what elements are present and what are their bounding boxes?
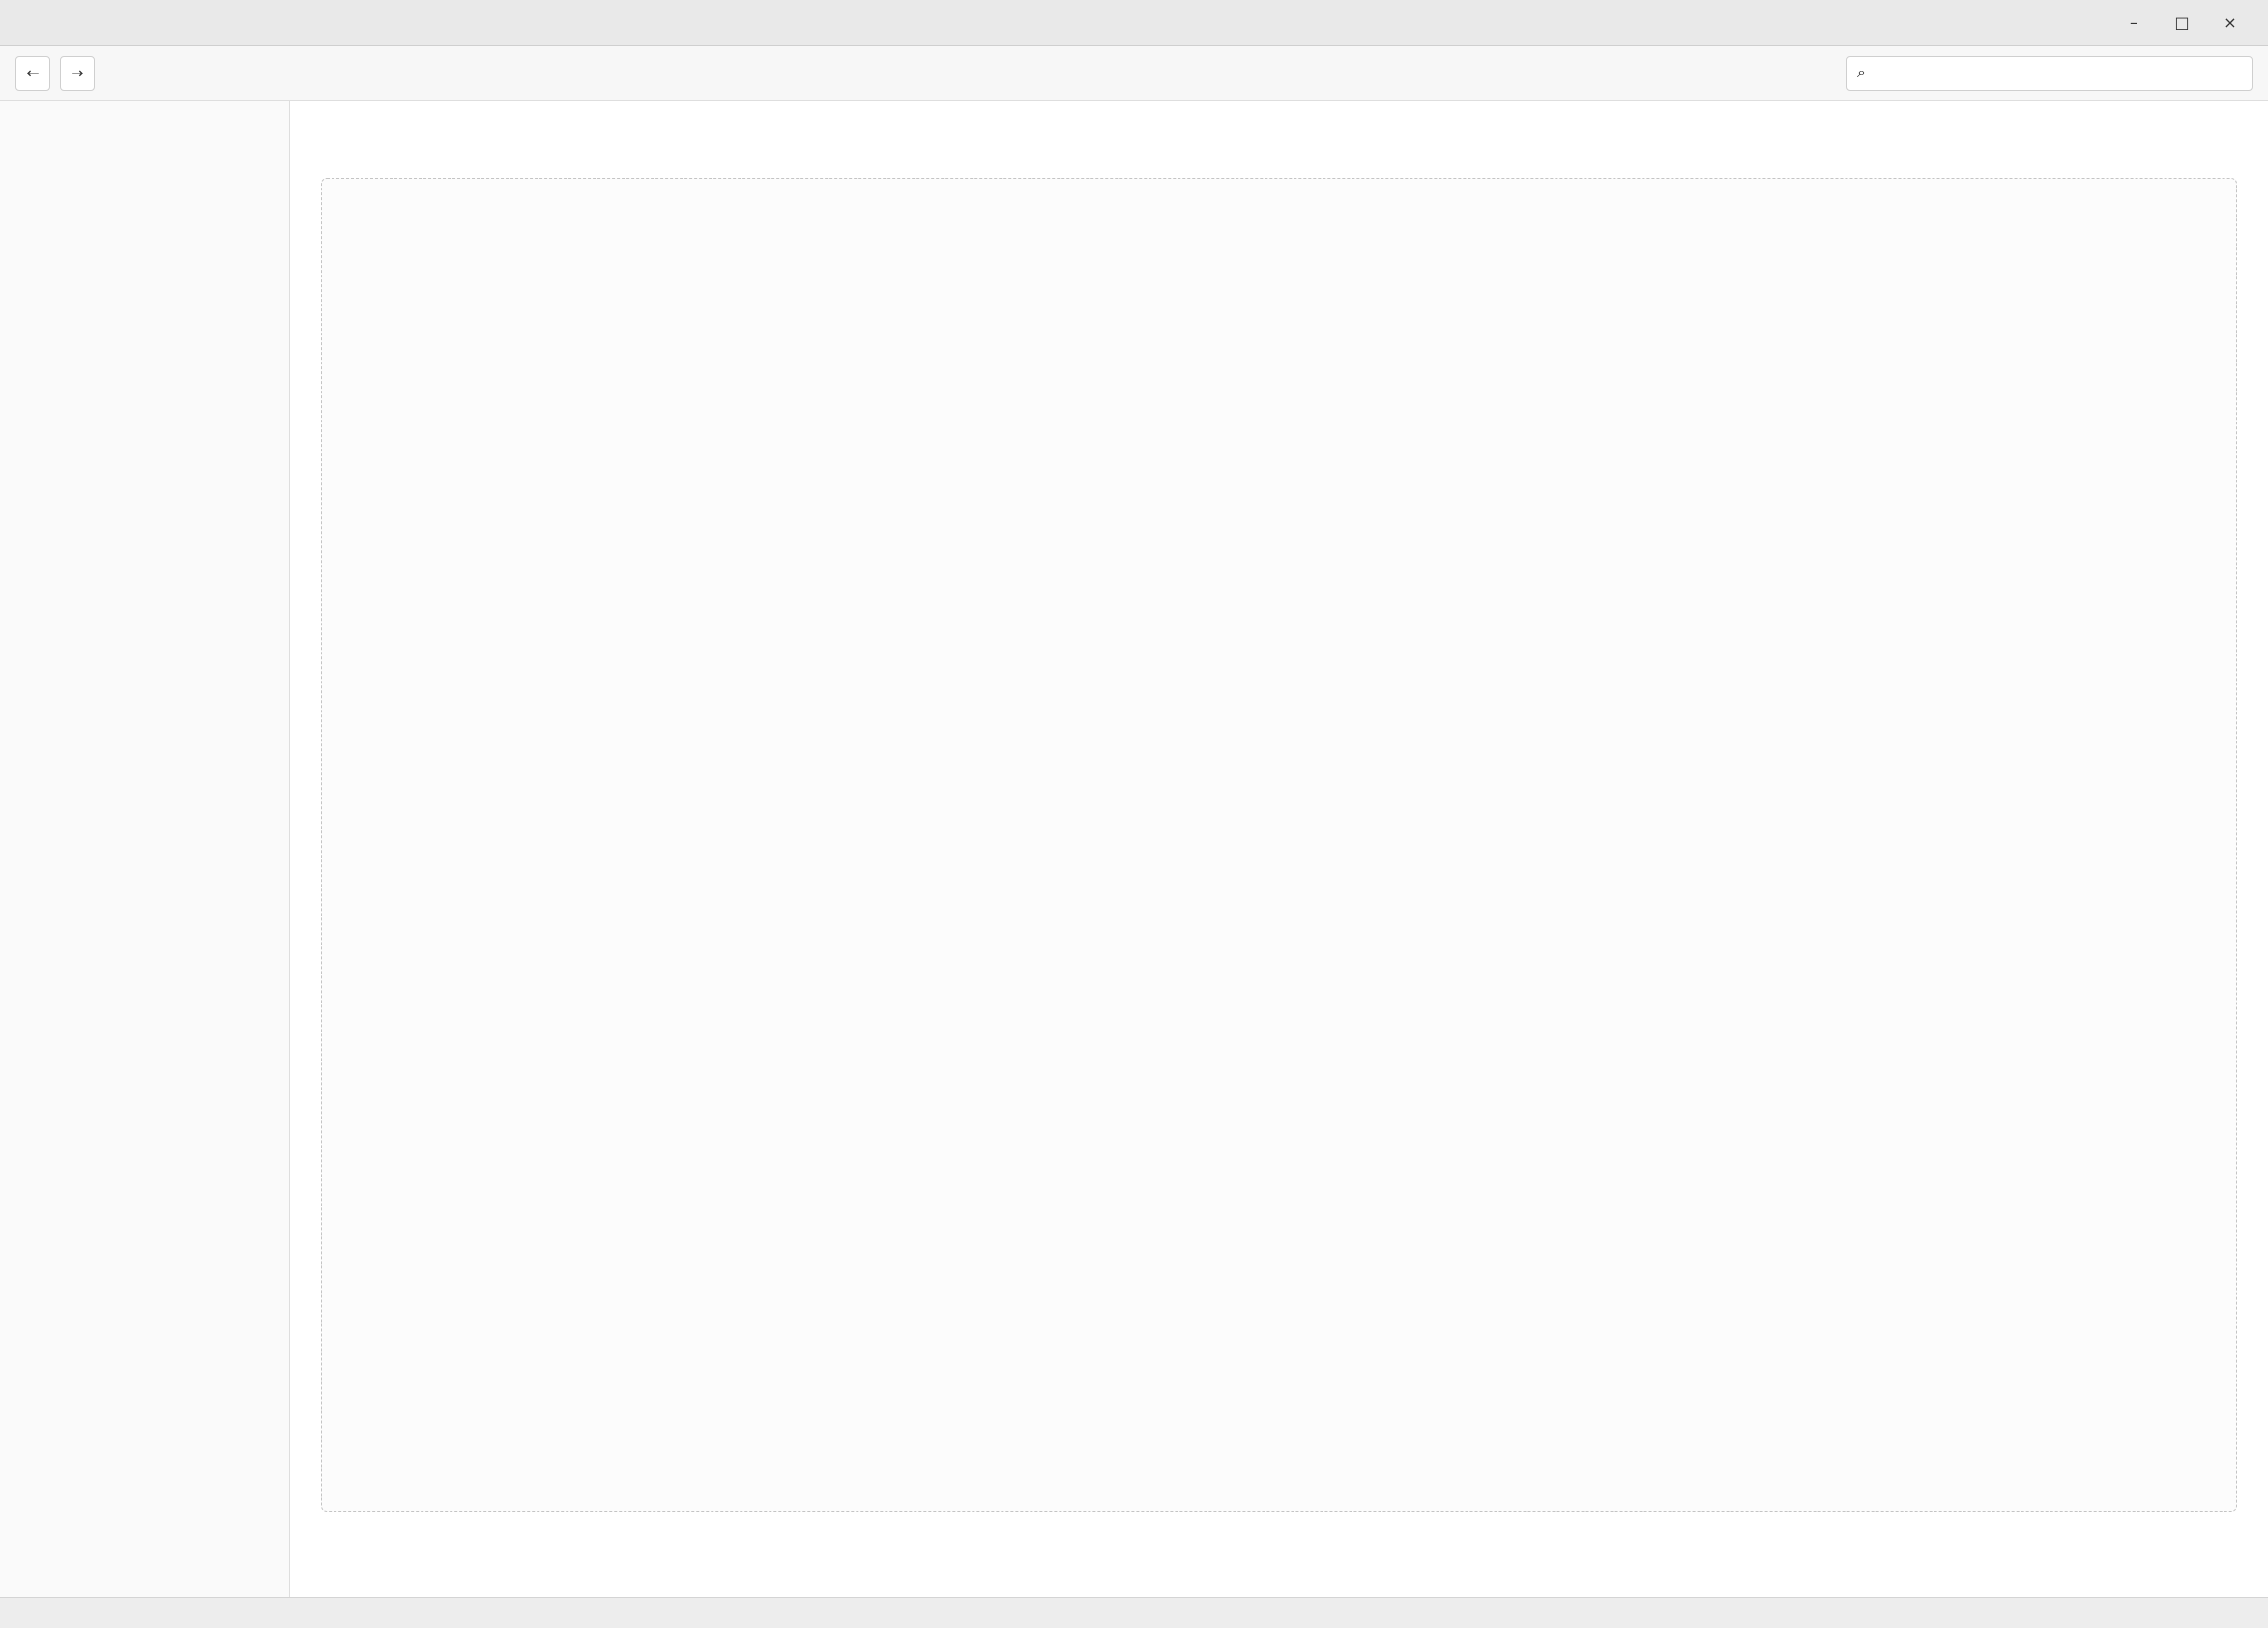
content-pane xyxy=(290,101,2268,1597)
search-box: ⌕ xyxy=(1846,55,2253,91)
search-input[interactable] xyxy=(1873,57,2242,89)
forward-button[interactable]: → xyxy=(60,55,95,91)
main-body xyxy=(0,101,2268,1597)
window-controls: – □ × xyxy=(2111,8,2253,39)
search-icon: ⌕ xyxy=(1857,64,1866,81)
page-title xyxy=(321,124,2237,159)
minimize-button[interactable]: – xyxy=(2111,8,2156,39)
sidebar xyxy=(0,101,290,1597)
content-area xyxy=(321,178,2237,1512)
close-button[interactable]: × xyxy=(2208,8,2253,39)
status-bar xyxy=(0,1597,2268,1628)
back-button[interactable]: ← xyxy=(15,55,50,91)
toolbar: ← → ⌕ xyxy=(0,46,2268,101)
maximize-button[interactable]: □ xyxy=(2160,8,2204,39)
title-bar: – □ × xyxy=(0,0,2268,46)
